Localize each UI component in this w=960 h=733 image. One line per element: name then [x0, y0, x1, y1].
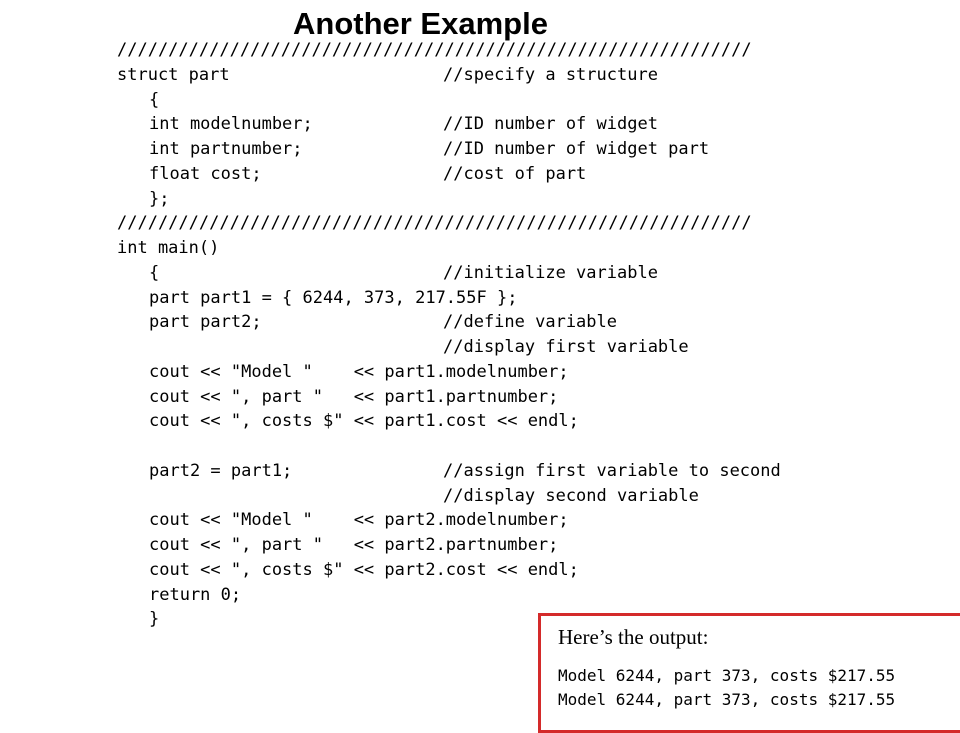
code-line: //display second variable: [117, 484, 837, 509]
code-line: };: [117, 187, 837, 212]
code-line: cout << ", part " << part1.partnumber;: [117, 385, 837, 410]
output-heading: Here’s the output:: [558, 625, 709, 649]
code-text: cout << ", costs $" << part2.cost << end…: [149, 559, 579, 580]
code-text: part2 = part1;: [149, 460, 293, 481]
code-comment: //display first variable: [443, 337, 689, 357]
code-line: part part1 = { 6244, 373, 217.55F };: [117, 286, 837, 311]
code-text: cout << "Model " << part1.modelnumber;: [149, 361, 569, 382]
code-line: int main(): [117, 236, 837, 261]
code-comment: //cost of part: [443, 163, 587, 184]
code-text: int main(): [117, 238, 220, 258]
code-text: cout << ", part " << part2.partnumber;: [149, 535, 559, 555]
code-line: cout << ", part " << part2.partnumber;: [117, 533, 837, 558]
code-text: part part1 = { 6244, 373, 217.55F };: [149, 287, 518, 308]
code-text: };: [149, 188, 170, 209]
code-text: ////////////////////////////////////////…: [117, 213, 752, 234]
code-comment: //ID number of widget part: [443, 139, 710, 159]
output-lines: Model 6244, part 373, costs $217.55 Mode…: [558, 664, 895, 712]
code-comment: //define variable: [443, 312, 617, 333]
code-comment: //display second variable: [443, 485, 699, 506]
code-line: return 0;: [117, 583, 837, 608]
code-comment: //specify a structure: [443, 64, 658, 85]
code-text: struct part: [117, 64, 230, 85]
code-line: int partnumber; //ID number of widget par…: [117, 137, 837, 162]
code-line: cout << "Model " << part2.modelnumber;: [117, 508, 837, 533]
code-line: {: [117, 88, 837, 113]
code-line: cout << ", costs $" << part1.cost << end…: [117, 409, 837, 434]
code-comment: //assign first variable to second: [443, 460, 781, 481]
code-line: [117, 434, 837, 459]
code-line: //display first variable: [117, 335, 837, 360]
code-text: {: [149, 262, 160, 283]
code-line: ////////////////////////////////////////…: [117, 38, 837, 63]
code-line: int modelnumber; //ID number of widget: [117, 112, 837, 137]
code-line: cout << ", costs $" << part2.cost << end…: [117, 558, 837, 583]
code-text: part part2;: [149, 312, 262, 333]
code-line: struct part //specify a structure: [117, 63, 837, 88]
code-text: cout << ", part " << part1.partnumber;: [149, 386, 559, 407]
code-text: int partnumber;: [149, 139, 303, 159]
code-text: cout << ", costs $" << part1.cost << end…: [149, 411, 579, 432]
code-text: float cost;: [149, 163, 262, 184]
code-text: return 0;: [149, 584, 242, 605]
code-line: float cost; //cost of part: [117, 162, 837, 187]
code-text: int modelnumber;: [149, 114, 313, 135]
output-line: Model 6244, part 373, costs $217.55: [558, 690, 896, 709]
code-line: cout << "Model " << part1.modelnumber;: [117, 360, 837, 385]
code-line: { //initialize variable: [117, 261, 837, 286]
code-line: part part2; //define variable: [117, 310, 837, 335]
code-text: }: [149, 609, 160, 630]
slide-title: Another Example: [293, 6, 548, 41]
code-comment: //initialize variable: [443, 262, 658, 283]
code-line: ////////////////////////////////////////…: [117, 211, 837, 236]
code-listing: ////////////////////////////////////////…: [117, 38, 837, 632]
code-text: cout << "Model " << part2.modelnumber;: [149, 510, 569, 531]
code-comment: //ID number of widget: [443, 114, 658, 135]
code-line: part2 = part1; //assign first variable to…: [117, 459, 837, 484]
output-line: Model 6244, part 373, costs $217.55: [558, 666, 896, 685]
output-panel: Here’s the output: Model 6244, part 373,…: [538, 613, 960, 733]
code-line: }: [117, 607, 837, 632]
code-text: {: [149, 89, 160, 110]
code-text: ////////////////////////////////////////…: [117, 40, 752, 60]
